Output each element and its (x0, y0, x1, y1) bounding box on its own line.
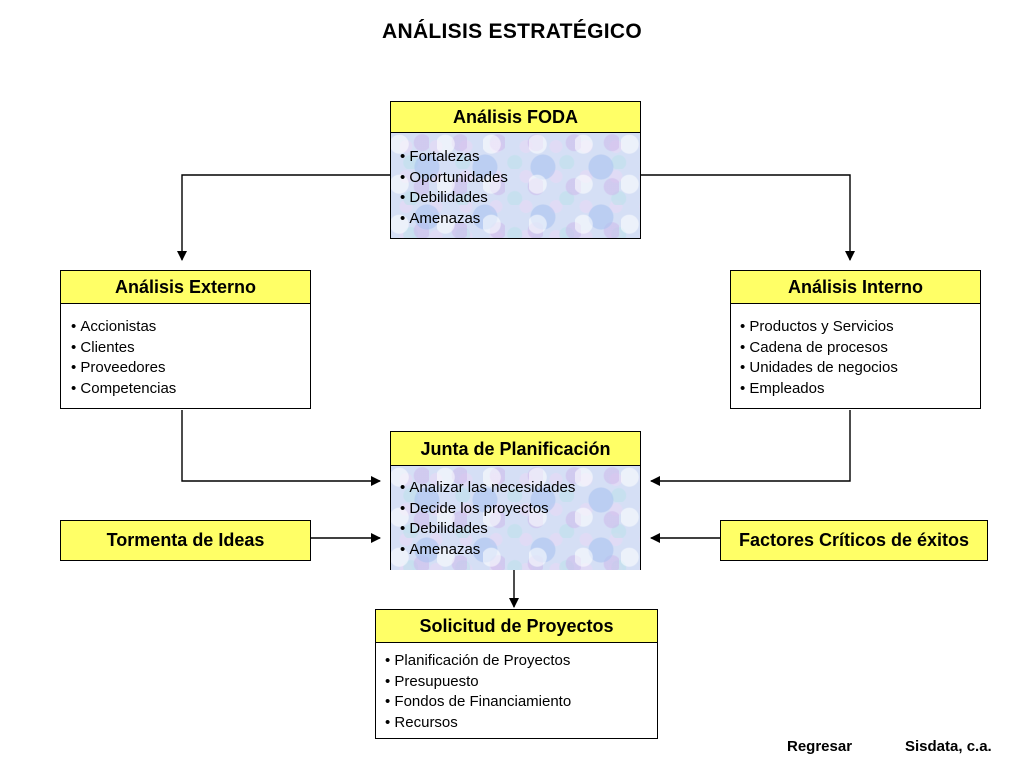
list-item: Debilidades (400, 188, 640, 209)
list-item: Accionistas (71, 317, 310, 338)
junta-heading: Junta de Planificación (391, 432, 640, 466)
foda-heading: Análisis FODA (391, 102, 640, 133)
regresar-link[interactable]: Regresar (787, 738, 853, 755)
arrow-interno-to-junta (650, 410, 851, 486)
list-item: Fortalezas (400, 147, 640, 168)
page-title: ANÁLISIS ESTRATÉGICO (382, 20, 642, 43)
list-item: Recursos (385, 713, 657, 734)
junta-list: Analizar las necesidades Decide los proy… (391, 466, 640, 570)
list-item: Clientes (71, 338, 310, 359)
externo-list: Accionistas Clientes Proveedores Compete… (61, 304, 310, 399)
arrow-externo-to-junta (181, 410, 381, 486)
list-item: Unidades de negocios (740, 358, 980, 379)
externo-box: Análisis Externo Accionistas Clientes Pr… (60, 270, 311, 409)
list-item: Presupuesto (385, 672, 657, 693)
list-item: Amenazas (400, 540, 640, 561)
solicitud-list: Planificación de Proyectos Presupuesto F… (376, 643, 657, 733)
arrow-foda-to-interno (641, 174, 855, 261)
list-item: Amenazas (400, 209, 640, 230)
list-item: Competencias (71, 379, 310, 400)
interno-list: Productos y Servicios Cadena de procesos… (731, 304, 980, 399)
solicitud-box: Solicitud de Proyectos Planificación de … (375, 609, 658, 739)
junta-box: Junta de Planificación Analizar las nece… (390, 431, 641, 570)
list-item: Proveedores (71, 358, 310, 379)
company-name: Sisdata, c.a. (905, 738, 992, 755)
list-item: Empleados (740, 379, 980, 400)
externo-heading: Análisis Externo (61, 271, 310, 304)
list-item: Planificación de Proyectos (385, 651, 657, 672)
list-item: Fondos de Financiamiento (385, 692, 657, 713)
tormenta-box: Tormenta de Ideas (60, 520, 311, 561)
list-item: Decide los proyectos (400, 499, 640, 520)
factores-box: Factores Críticos de éxitos (720, 520, 988, 561)
list-item: Debilidades (400, 519, 640, 540)
solicitud-heading: Solicitud de Proyectos (376, 610, 657, 643)
arrow-foda-to-externo (177, 174, 390, 261)
list-item: Oportunidades (400, 168, 640, 189)
foda-box: Análisis FODA Fortalezas Oportunidades D… (390, 101, 641, 239)
interno-heading: Análisis Interno (731, 271, 980, 304)
foda-list: Fortalezas Oportunidades Debilidades Ame… (391, 133, 640, 238)
list-item: Analizar las necesidades (400, 478, 640, 499)
interno-box: Análisis Interno Productos y Servicios C… (730, 270, 981, 409)
list-item: Productos y Servicios (740, 317, 980, 338)
list-item: Cadena de procesos (740, 338, 980, 359)
